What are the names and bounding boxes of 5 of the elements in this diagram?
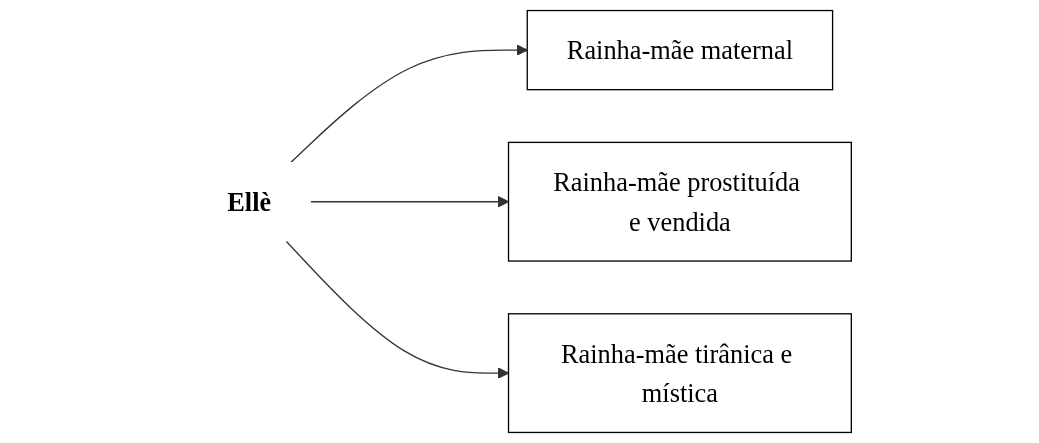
node-box: Rainha-mãe tirânica e mística <box>507 313 852 434</box>
node-box: Rainha-mãe prostituída e vendida <box>507 141 852 262</box>
node-text: Ellè <box>227 187 272 217</box>
node-box: Rainha-mãe maternal <box>526 9 834 91</box>
arrow <box>290 44 528 163</box>
